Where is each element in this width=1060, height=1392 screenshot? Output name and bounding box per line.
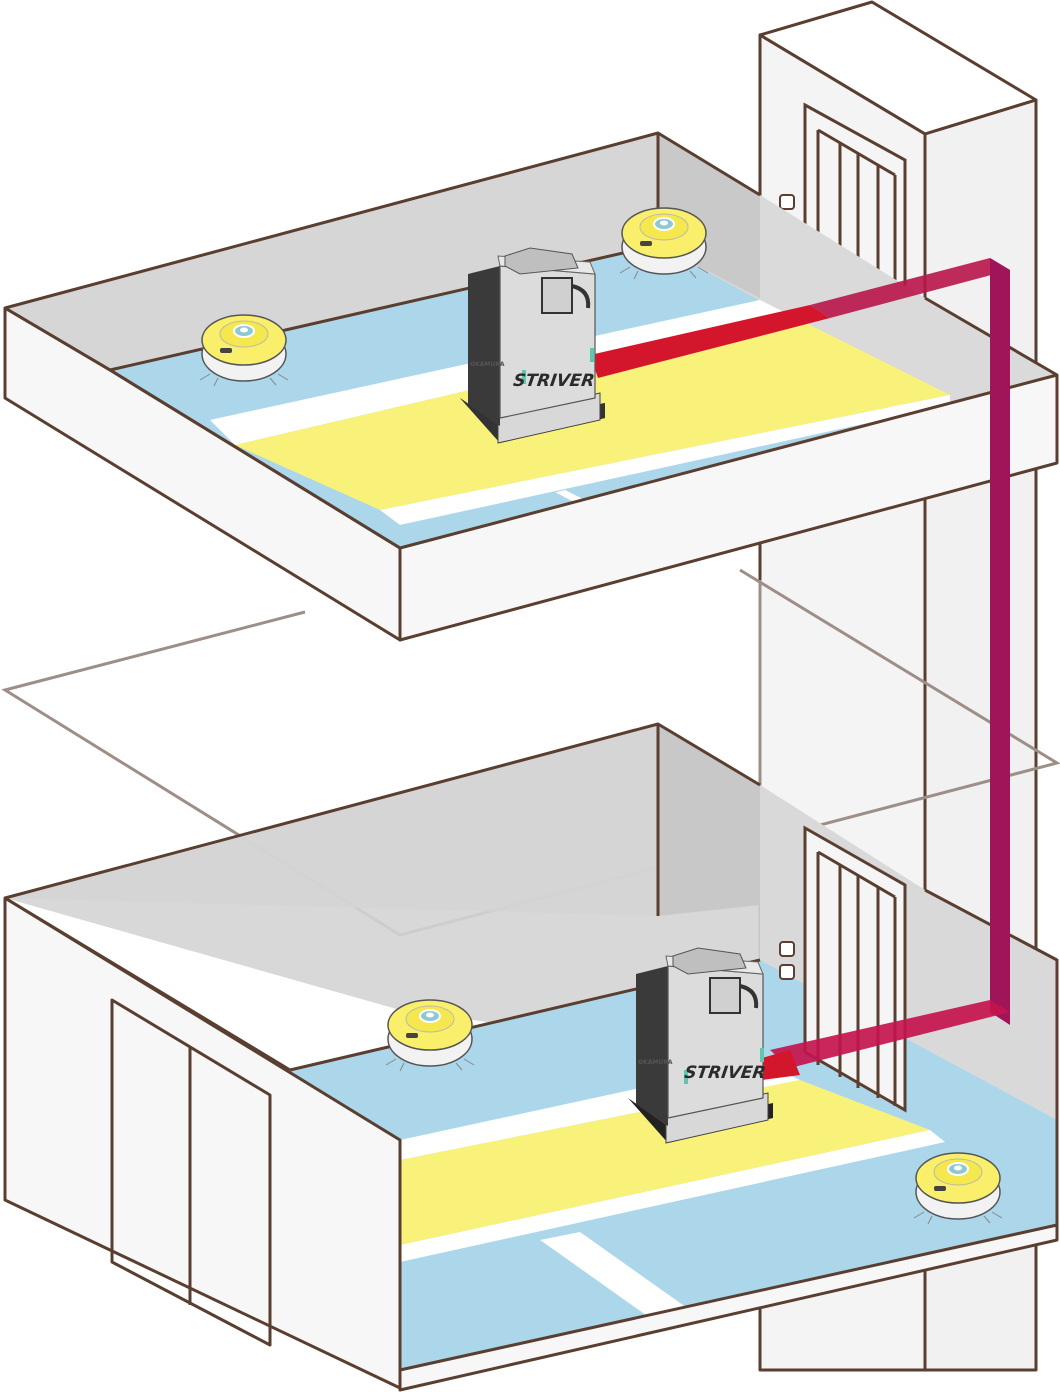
transport-robot-lower: STRIVER OKAMURA: [628, 947, 773, 1144]
lower-elevator-buttons: [779, 941, 795, 980]
robot-route: [590, 258, 1010, 1080]
robot-maker-label: OKAMURA: [638, 1059, 673, 1066]
robot-maker-label: OKAMURA: [470, 361, 505, 368]
lower-left-doors: [110, 998, 272, 1347]
robot-brand-label: STRIVER: [512, 371, 596, 391]
robot-brand-label: STRIVER: [683, 1063, 767, 1083]
transport-robot-upper: STRIVER OKAMURA: [460, 247, 605, 444]
